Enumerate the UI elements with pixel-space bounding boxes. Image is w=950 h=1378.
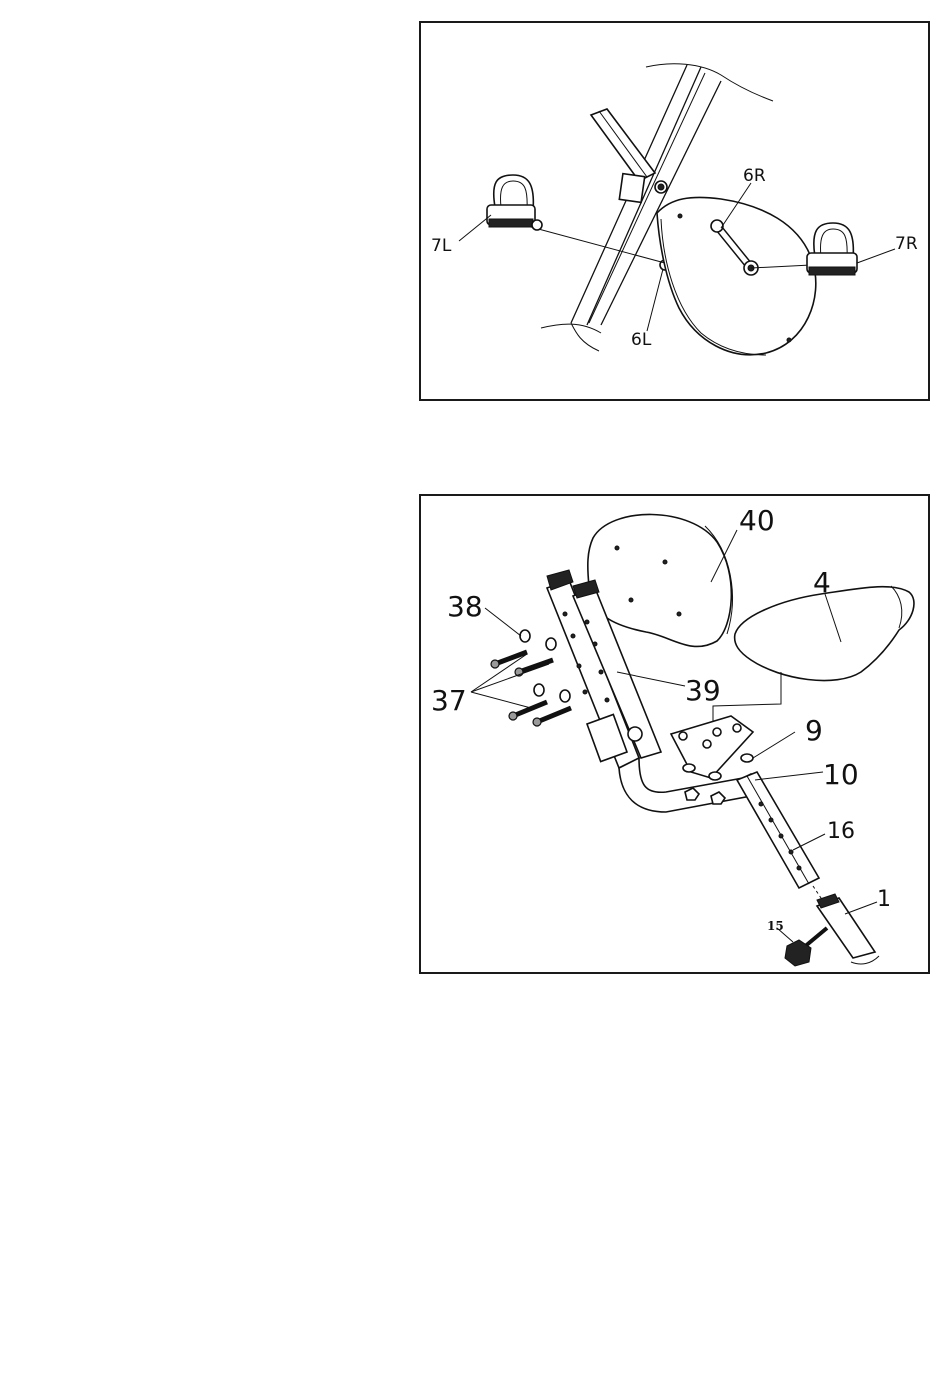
- frame-cut-line-top: [646, 64, 773, 101]
- label-1: 1: [877, 887, 891, 912]
- label-4: 4: [813, 566, 831, 599]
- frame-cut-line-bottom-2: [571, 323, 599, 351]
- leader-1: [845, 902, 877, 914]
- seat-saddle: [735, 586, 914, 681]
- seat-backrest-assembly-diagram: 40 4 38 37 39 9 10 16 1 15: [419, 494, 930, 974]
- label-15: 15: [767, 919, 784, 933]
- label-38: 38: [447, 590, 483, 623]
- leader-38: [485, 608, 521, 636]
- leader-37-c: [471, 692, 531, 708]
- label-37: 37: [431, 684, 467, 717]
- bolt-washers: [520, 630, 570, 702]
- frame-cut-line-bottom: [541, 324, 601, 333]
- label-16: 16: [827, 819, 855, 844]
- label-6R: 6R: [743, 166, 766, 186]
- label-7R: 7R: [895, 234, 918, 254]
- pedal-axle-left-line: [531, 227, 665, 263]
- pedal-right: [807, 223, 857, 275]
- pedal-assembly-diagram: 7L 7R 6R 6L: [419, 21, 930, 401]
- pivot-bolt-center: [658, 184, 664, 190]
- adjustment-knob: [785, 928, 827, 966]
- label-40: 40: [739, 504, 775, 537]
- leader-6L: [647, 269, 663, 331]
- label-7L: 7L: [431, 236, 452, 256]
- label-9: 9: [805, 714, 823, 747]
- leader-7L: [459, 215, 491, 241]
- leader-10: [755, 772, 823, 780]
- leader-7R: [857, 249, 895, 263]
- seat-post: [737, 772, 819, 888]
- bolts: [491, 652, 571, 726]
- seat-backrest-drawing: 40 4 38 37 39 9 10 16 1 15: [421, 496, 928, 972]
- label-6L: 6L: [631, 330, 652, 350]
- label-39: 39: [685, 674, 721, 707]
- pedal-left: [487, 175, 542, 230]
- flywheel-housing: [657, 197, 816, 355]
- leader-9: [753, 732, 795, 758]
- pedal-assembly-drawing: 7L 7R 6R 6L: [421, 23, 928, 399]
- label-10: 10: [823, 758, 859, 791]
- seat-post-stub: [591, 109, 655, 202]
- seat-guide-line: [713, 672, 781, 722]
